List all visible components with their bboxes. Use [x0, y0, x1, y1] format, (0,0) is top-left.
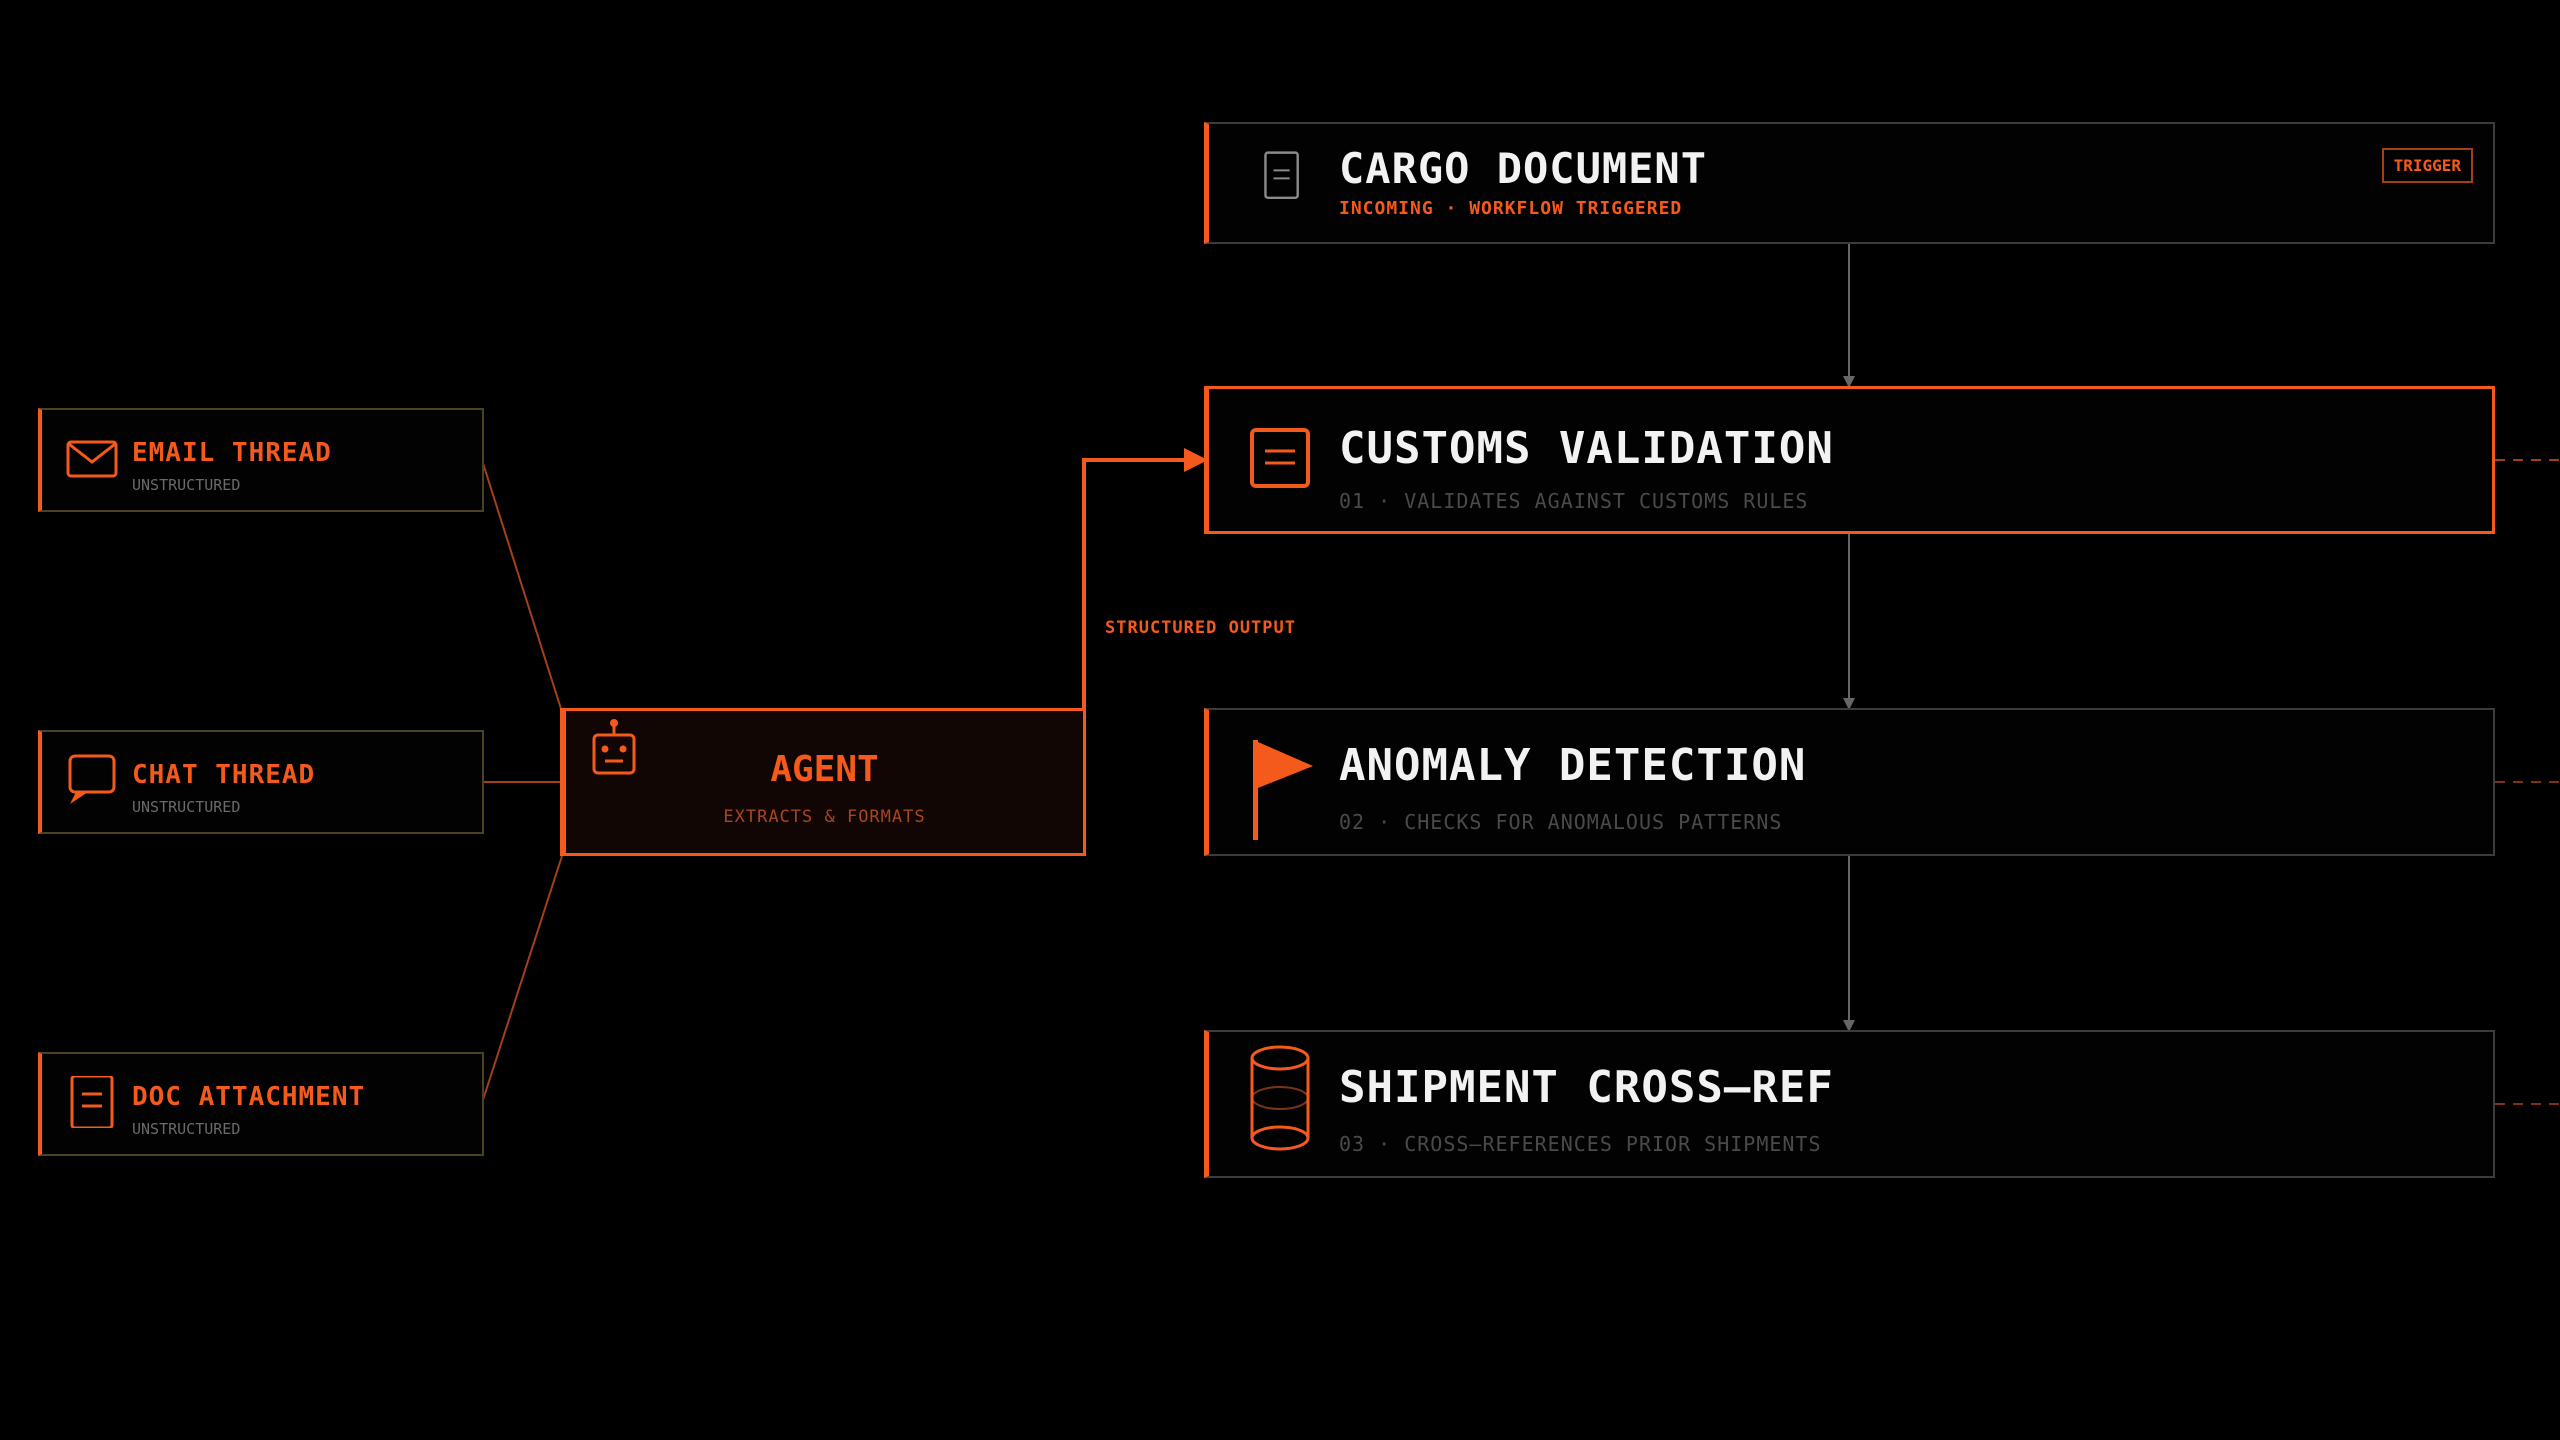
- flag-icon: [1253, 740, 1313, 840]
- step-title: CUSTOMS VALIDATION: [1339, 423, 1834, 474]
- edge-agent-to-customs: [1082, 458, 1186, 712]
- trigger-badge: TRIGGER: [2381, 148, 2473, 183]
- source-title: CHAT THREAD: [132, 760, 316, 790]
- step-title: ANOMALY DETECTION: [1339, 740, 1807, 791]
- source-subtitle: UNSTRUCTURED: [132, 476, 241, 494]
- envelope-icon: [66, 440, 118, 478]
- document-icon: [70, 1076, 114, 1128]
- edge-label-structured-output: STRUCTURED OUTPUT: [1105, 618, 1296, 638]
- step-subtitle: 01 · VALIDATES AGAINST CUSTOMS RULES: [1339, 489, 1809, 513]
- agent-node[interactable]: AGENT EXTRACTS & FORMATS: [560, 708, 1086, 856]
- agent-title: AGENT: [770, 749, 879, 790]
- source-title: EMAIL THREAD: [132, 438, 332, 468]
- trigger-subtitle: INCOMING · WORKFLOW TRIGGERED: [1339, 198, 1683, 219]
- step-subtitle: 03 · CROSS–REFERENCES PRIOR SHIPMENTS: [1339, 1132, 1822, 1156]
- step-subtitle: 02 · CHECKS FOR ANOMALOUS PATTERNS: [1339, 810, 1783, 834]
- document-icon: [1264, 151, 1299, 199]
- step-title: SHIPMENT CROSS–REF: [1339, 1062, 1834, 1113]
- trigger-node-cargo-document[interactable]: CARGO DOCUMENT INCOMING · WORKFLOW TRIGG…: [1204, 122, 2495, 244]
- step-node-anomaly-detection[interactable]: ANOMALY DETECTION 02 · CHECKS FOR ANOMAL…: [1204, 708, 2495, 856]
- trigger-title: CARGO DOCUMENT: [1339, 144, 1708, 193]
- source-node-email[interactable]: EMAIL THREAD UNSTRUCTURED: [38, 408, 484, 512]
- step-node-shipment-cross-ref[interactable]: SHIPMENT CROSS–REF 03 · CROSS–REFERENCES…: [1204, 1030, 2495, 1178]
- list-box-icon: [1250, 428, 1310, 488]
- database-icon: [1250, 1045, 1310, 1151]
- source-subtitle: UNSTRUCTURED: [132, 798, 241, 816]
- source-subtitle: UNSTRUCTURED: [132, 1120, 241, 1138]
- edge-email-to-agent: [481, 459, 563, 713]
- agent-subtitle: EXTRACTS & FORMATS: [723, 807, 926, 827]
- source-node-chat[interactable]: CHAT THREAD UNSTRUCTURED: [38, 730, 484, 834]
- edge-doc-to-agent: [481, 855, 563, 1104]
- robot-icon: [592, 719, 636, 775]
- source-title: DOC ATTACHMENT: [132, 1082, 366, 1112]
- chat-bubble-icon: [68, 754, 116, 804]
- step-node-customs-validation[interactable]: CUSTOMS VALIDATION 01 · VALIDATES AGAINS…: [1204, 386, 2495, 534]
- source-node-doc[interactable]: DOC ATTACHMENT UNSTRUCTURED: [38, 1052, 484, 1156]
